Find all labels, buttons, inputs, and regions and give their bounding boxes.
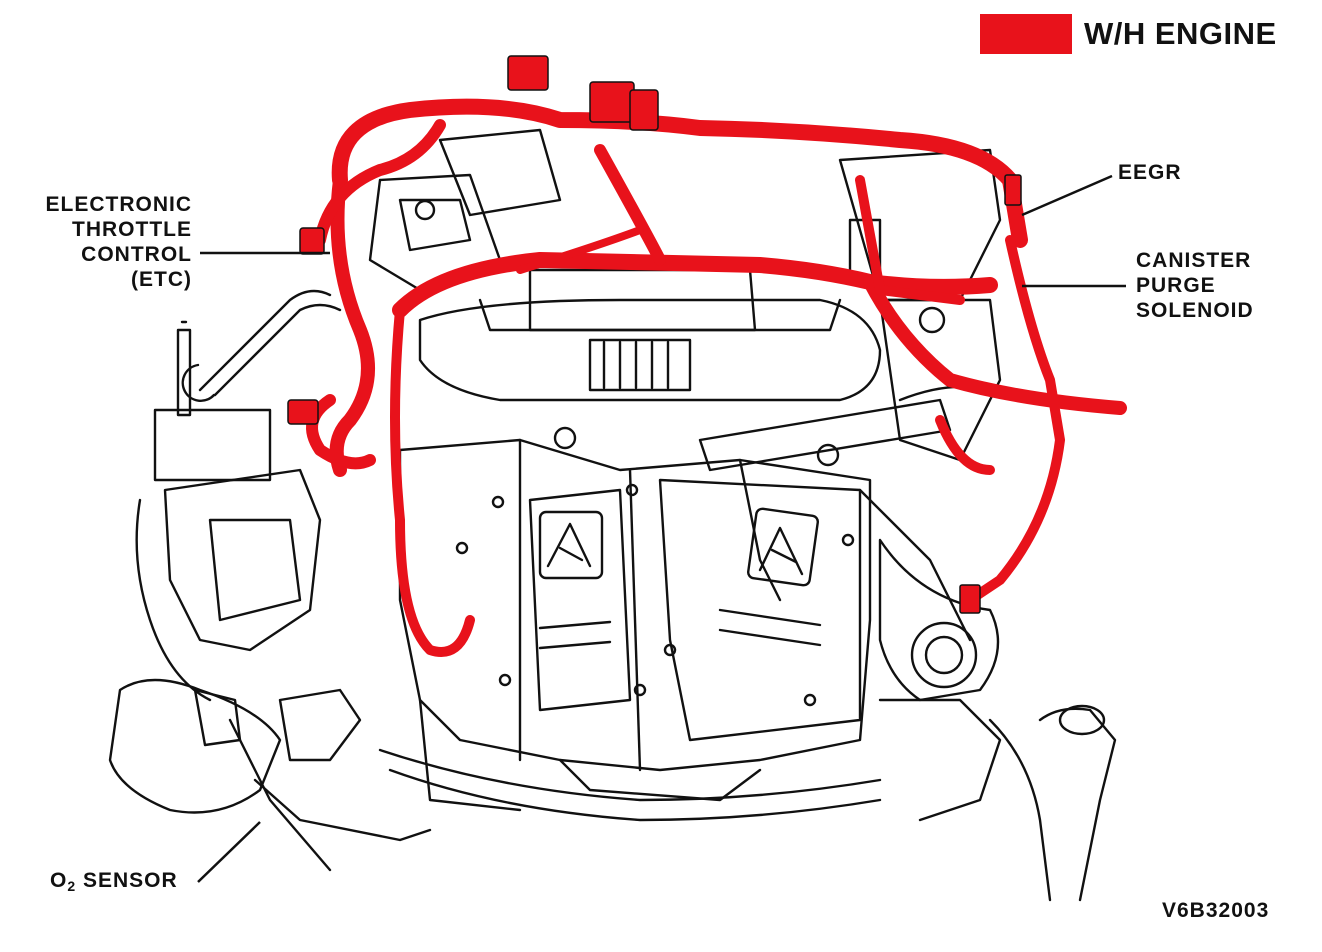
etc-label-line1: ELECTRONIC [45,193,192,216]
canister-label-line2: PURGE [1136,274,1216,297]
etc-label-line4: (ETC) [131,268,192,291]
etc-label-line2: THROTTLE [72,218,192,241]
legend-label: W/H ENGINE [1084,16,1277,51]
etc-label: ELECTRONIC THROTTLE CONTROL (ETC) [26,192,192,292]
o2-suffix: SENSOR [82,869,178,892]
eegr-label: EEGR [1118,161,1182,184]
legend-swatch [980,14,1072,54]
canister-purge-solenoid-label: CANISTER PURGE SOLENOID [1136,248,1254,323]
o2-prefix: O [50,869,68,892]
callout-leader-lines [197,174,1126,883]
o2-sensor-label: O2 SENSOR [50,868,178,899]
canister-label-line1: CANISTER [1136,249,1252,272]
etc-label-line3: CONTROL [81,243,192,266]
o2-subscript: 2 [67,878,77,894]
harness-connectors [287,55,1022,614]
canister-label-line3: SOLENOID [1136,299,1254,322]
figure-code: V6B32003 [1162,899,1270,922]
engine-wiring-harness [306,98,1127,657]
engine-line-art [108,128,1117,902]
